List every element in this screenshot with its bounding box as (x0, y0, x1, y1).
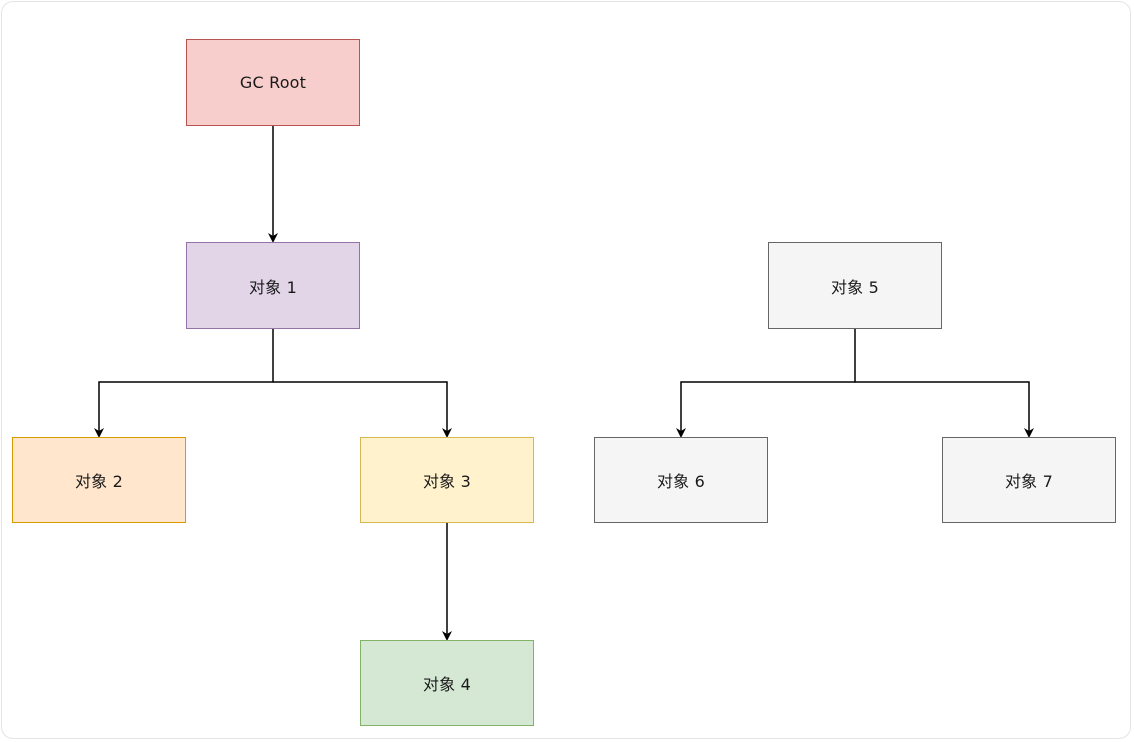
node-label: 对象 4 (422, 675, 472, 694)
node-label: 对象 6 (656, 472, 706, 491)
node-label: GC Root (239, 73, 307, 92)
node-object-4[interactable]: 对象 4 (360, 640, 534, 726)
node-object-3[interactable]: 对象 3 (360, 437, 534, 523)
node-object-6[interactable]: 对象 6 (594, 437, 768, 523)
node-object-2[interactable]: 对象 2 (12, 437, 186, 523)
node-object-5[interactable]: 对象 5 (768, 242, 942, 329)
node-object-7[interactable]: 对象 7 (942, 437, 1116, 523)
node-object-1[interactable]: 对象 1 (186, 242, 360, 329)
node-label: 对象 1 (248, 277, 298, 297)
node-gc-root[interactable]: GC Root (186, 39, 360, 126)
node-label: 对象 3 (422, 472, 472, 491)
node-label: 对象 7 (1004, 472, 1054, 491)
node-label: 对象 5 (830, 277, 880, 297)
node-label: 对象 2 (74, 472, 124, 491)
